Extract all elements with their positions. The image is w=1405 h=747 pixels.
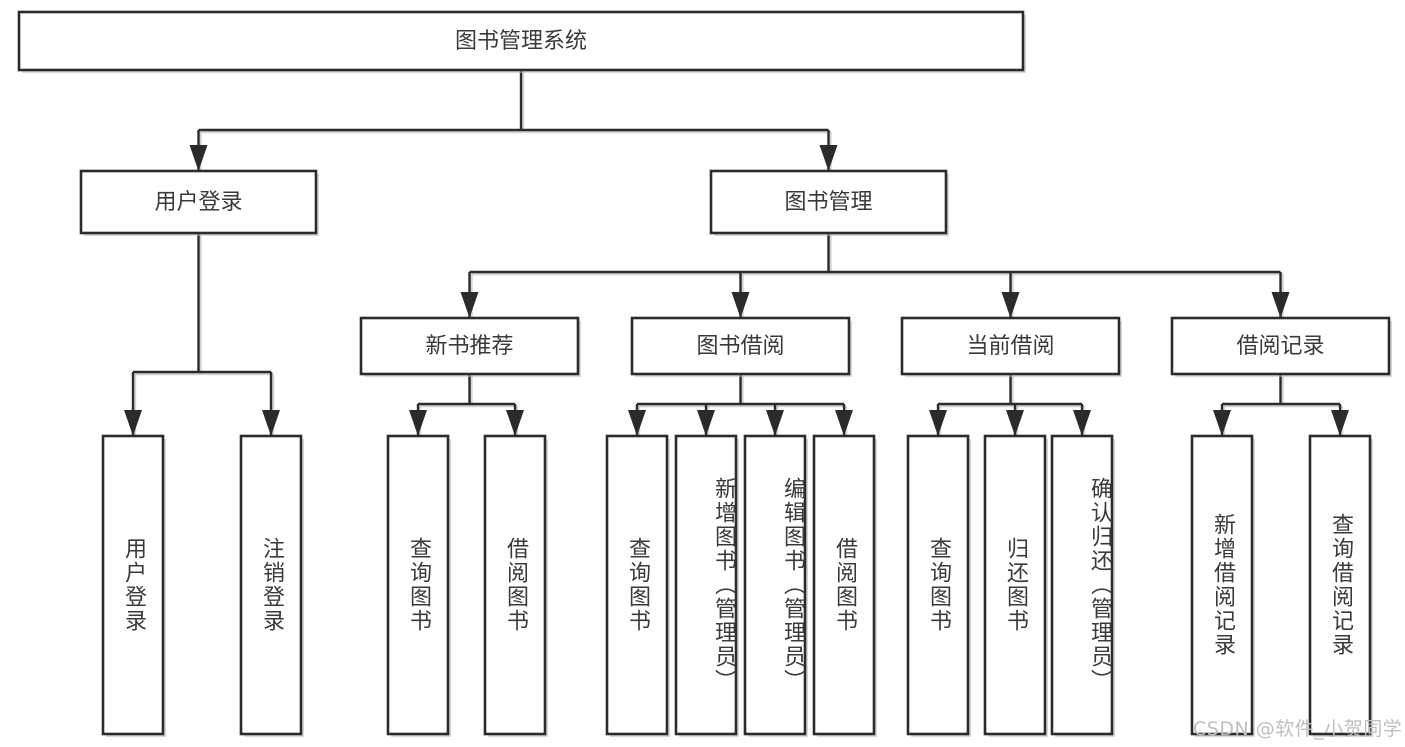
node-box-current-borrow[interactable] xyxy=(900,316,1121,376)
node-label-current-borrow: 当前借阅 xyxy=(966,334,1054,359)
node-box-leaf-query-book-rec[interactable] xyxy=(386,434,450,736)
arrow-head xyxy=(697,410,715,436)
arrow-head xyxy=(819,145,838,171)
node-box-leaf-return-book[interactable] xyxy=(983,434,1047,736)
node-box-leaf-confirm-return[interactable] xyxy=(1050,434,1114,736)
arrow-head xyxy=(1331,410,1349,436)
arrow-head xyxy=(929,410,947,436)
node-label-borrow-record: 借阅记录 xyxy=(1236,334,1324,359)
node-box-leaf-query-book-cur[interactable] xyxy=(906,434,970,736)
arrow-head xyxy=(1271,292,1290,318)
arrow-head xyxy=(409,410,427,436)
node-box-leaf-query-record[interactable] xyxy=(1308,434,1372,736)
node-box-root[interactable] xyxy=(17,10,1025,72)
arrow-head xyxy=(731,292,750,318)
arrow-head xyxy=(1001,292,1020,318)
node-box-leaf-add-record[interactable] xyxy=(1190,434,1254,736)
node-box-leaf-edit-book[interactable] xyxy=(743,434,807,736)
arrow-head xyxy=(766,410,784,436)
node-box-new-book-rec[interactable] xyxy=(359,316,580,376)
arrow-head xyxy=(506,410,524,436)
node-label-book-borrow: 图书借阅 xyxy=(696,334,784,359)
node-box-leaf-borrow-book-rec[interactable] xyxy=(483,434,547,736)
node-box-leaf-borrow-book[interactable] xyxy=(812,434,876,736)
arrow-head xyxy=(189,145,208,171)
boxes-layer xyxy=(17,10,1392,737)
watermark-text: CSDN @软件_小贺同学 xyxy=(1193,718,1403,740)
node-label-new-book-rec: 新书推荐 xyxy=(425,334,513,359)
node-box-borrow-record[interactable] xyxy=(1170,316,1391,376)
arrow-head xyxy=(460,292,479,318)
arrow-head xyxy=(1073,410,1091,436)
arrow-head xyxy=(124,410,142,436)
node-box-leaf-add-book[interactable] xyxy=(674,434,738,736)
node-box-leaf-query-book-borrow[interactable] xyxy=(605,434,669,736)
node-box-leaf-user-logout[interactable] xyxy=(239,434,303,736)
node-label-book-manage: 图书管理 xyxy=(784,190,872,215)
arrow-head xyxy=(628,410,646,436)
arrow-head xyxy=(835,410,853,436)
node-box-book-borrow[interactable] xyxy=(630,316,851,376)
node-label-root: 图书管理系统 xyxy=(455,29,587,54)
arrow-head xyxy=(1006,410,1024,436)
node-box-book-manage[interactable] xyxy=(709,169,948,235)
arrow-head xyxy=(262,410,280,436)
edges-layer xyxy=(124,70,1349,438)
arrow-head xyxy=(1213,410,1231,436)
node-box-user-login[interactable] xyxy=(79,169,318,235)
node-label-user-login: 用户登录 xyxy=(154,190,242,215)
node-box-leaf-user-login[interactable] xyxy=(101,434,165,736)
